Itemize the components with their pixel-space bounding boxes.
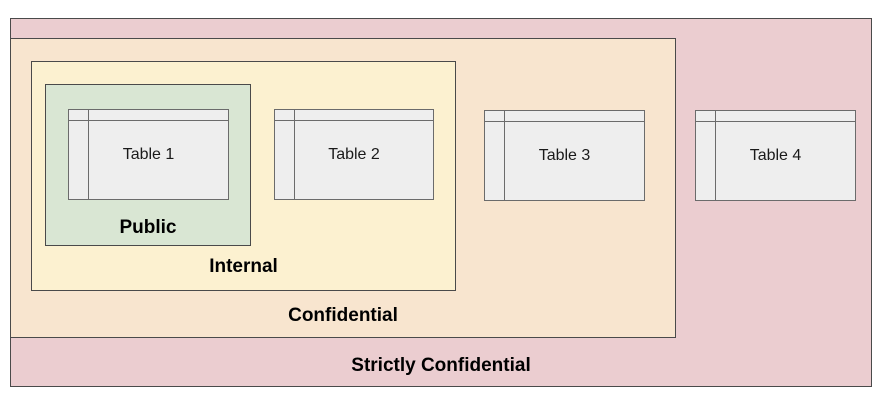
zone-label-public: Public [119, 217, 177, 238]
table-header-line [275, 120, 433, 121]
table-3-box[interactable]: Table 3 [484, 110, 645, 201]
zone-label-strictly-confidential: Strictly Confidential [351, 355, 531, 376]
table-header-line [69, 120, 228, 121]
table-4-box[interactable]: Table 4 [695, 110, 856, 201]
table-4-label: Table 4 [749, 146, 802, 164]
table-column-line [504, 111, 505, 200]
table-1-label: Table 1 [122, 145, 175, 163]
table-column-line [88, 110, 89, 199]
table-2-box[interactable]: Table 2 [274, 109, 434, 200]
table-column-line [294, 110, 295, 199]
table-header-line [696, 121, 855, 122]
table-2-label: Table 2 [328, 145, 380, 163]
table-header-line [485, 121, 644, 122]
zone-label-internal: Internal [209, 256, 278, 277]
table-column-line [715, 111, 716, 200]
table-3-label: Table 3 [538, 146, 591, 164]
table-1-box[interactable]: Table 1 [68, 109, 229, 200]
zone-label-confidential: Confidential [288, 305, 398, 326]
